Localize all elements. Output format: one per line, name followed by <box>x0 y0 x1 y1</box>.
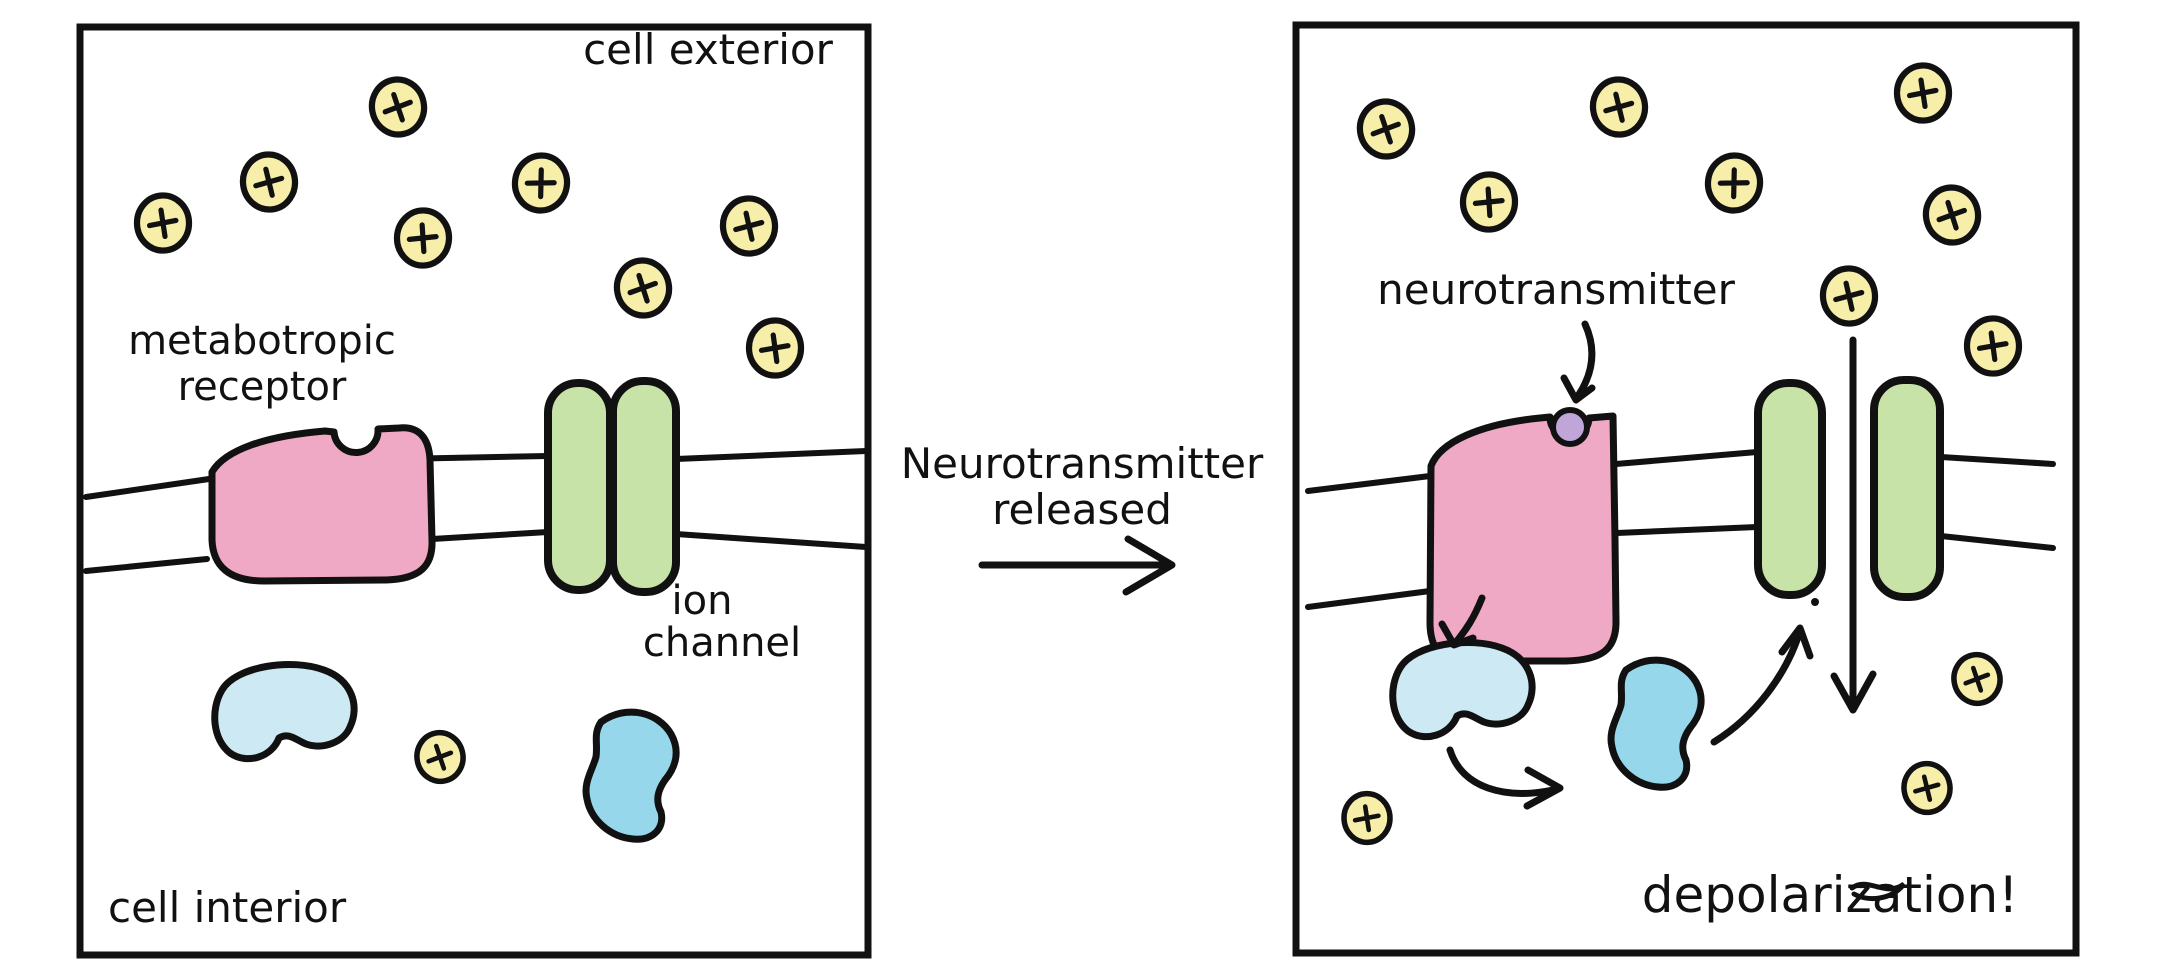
left-exterior-ions <box>133 76 805 379</box>
membrane-line <box>1305 588 1433 610</box>
positive-ion-icon <box>1459 171 1519 233</box>
positive-ion-icon <box>613 257 673 319</box>
plus-symbol <box>1603 91 1635 123</box>
ion-channel-subunit <box>544 379 614 594</box>
plus-symbol <box>1472 186 1505 219</box>
plus-symbol <box>253 166 285 198</box>
positive-ion-icon <box>1922 184 1982 246</box>
plus-symbol <box>426 743 454 771</box>
positive-ion-icon <box>1341 790 1393 846</box>
positive-ion-icon <box>368 76 428 138</box>
ion-flow-arrow <box>1830 336 1877 714</box>
left-panel: cell exterior metabotropic receptor ion … <box>76 23 872 959</box>
ion-channel-label-line1: ion <box>672 578 733 624</box>
plus-symbol <box>406 222 439 255</box>
positive-ion-icon <box>1356 98 1416 160</box>
neurotransmitter-pointer-arrow <box>1560 320 1596 404</box>
right-panel: neurotransmitter depolarization! <box>1292 21 2080 957</box>
plus-symbol <box>1963 665 1991 693</box>
plus-symbol <box>758 332 791 365</box>
cell-exterior-label: cell exterior <box>583 25 834 74</box>
cell-interior-label: cell interior <box>108 883 347 932</box>
positive-ion-icon <box>1819 265 1879 327</box>
positive-ion-icon <box>133 192 193 254</box>
membrane-line <box>1938 533 2056 551</box>
ion-channel-label-line2: channel <box>643 620 801 666</box>
receptor-to-gprotein-arrow <box>1438 594 1486 649</box>
right-interior-ions <box>1341 651 2003 846</box>
ion-channel-open <box>1754 376 1944 601</box>
g-protein-active <box>582 708 680 843</box>
plus-symbol <box>146 207 179 240</box>
g-protein-active <box>1607 656 1705 791</box>
metabotropic-receptor-label-line2: receptor <box>178 364 347 410</box>
ion-channel-subunit <box>609 377 680 596</box>
positive-ion-icon <box>1589 76 1649 138</box>
plus-symbol <box>1717 167 1750 200</box>
plus-symbol <box>1913 774 1941 803</box>
left-panel-border <box>76 23 872 959</box>
gprotein-to-channel-arrow <box>1710 598 1819 746</box>
positive-ion-icon <box>1704 152 1764 214</box>
neurotransmitter-molecule <box>1550 407 1590 447</box>
membrane-line <box>1613 449 1760 467</box>
membrane-line <box>1938 454 2056 467</box>
plus-symbol <box>1370 114 1401 145</box>
right-panel-border <box>1292 21 2080 957</box>
plus-symbol <box>627 272 658 304</box>
positive-ion-icon <box>239 151 299 213</box>
positive-ion-icon <box>1963 315 2023 377</box>
ion-channel-subunit <box>1870 376 1944 601</box>
positive-ion-icon <box>511 152 571 214</box>
right-membrane <box>1305 449 2056 610</box>
plus-symbol <box>524 167 557 200</box>
positive-ion-icon <box>745 317 805 379</box>
gprotein-activation-arrow <box>1446 746 1564 810</box>
transition-caption-line1: Neurotransmitter <box>901 439 1264 488</box>
right-arrow-icon <box>978 535 1176 596</box>
membrane-line <box>673 448 869 462</box>
pen-dot <box>1811 598 1819 606</box>
membrane-line <box>673 531 869 550</box>
plus-symbol <box>1936 199 1967 231</box>
right-exterior-ions <box>1356 62 2023 377</box>
metabotropic-receptor-label-line1: metabotropic <box>128 318 396 364</box>
ion-channel-closed <box>544 377 680 596</box>
metabotropic-receptor-shape <box>208 424 436 585</box>
plus-symbol <box>1352 804 1381 833</box>
neurotransmitter-label: neurotransmitter <box>1377 265 1735 314</box>
membrane-line <box>1614 524 1760 536</box>
g-protein-inactive <box>211 661 358 763</box>
metabotropic-receptor-shape <box>1426 412 1620 665</box>
plus-symbol <box>1976 330 2009 363</box>
positive-ion-icon <box>1901 760 1953 816</box>
transition-caption-line2: released <box>992 485 1172 534</box>
depolarization-label: depolarization! <box>1642 866 2019 924</box>
plus-symbol <box>1906 77 1939 110</box>
membrane-line <box>83 556 210 574</box>
left-membrane <box>83 448 869 574</box>
positive-ion-icon <box>414 729 466 785</box>
ion-channel-subunit <box>1754 379 1826 599</box>
positive-ion-icon <box>1951 651 2003 707</box>
plus-symbol <box>733 210 765 242</box>
membrane-line <box>1305 473 1433 494</box>
positive-ion-icon <box>719 195 779 257</box>
membrane-line <box>83 476 212 500</box>
positive-ion-icon <box>393 207 453 269</box>
plus-symbol <box>382 92 413 123</box>
g-protein-inactive <box>1389 639 1536 741</box>
transition: Neurotransmitter released <box>901 439 1264 596</box>
left-interior-ions <box>414 729 466 785</box>
scribble-correction <box>1849 881 1906 902</box>
positive-ion-icon <box>1893 62 1953 124</box>
plus-symbol <box>1833 280 1865 312</box>
